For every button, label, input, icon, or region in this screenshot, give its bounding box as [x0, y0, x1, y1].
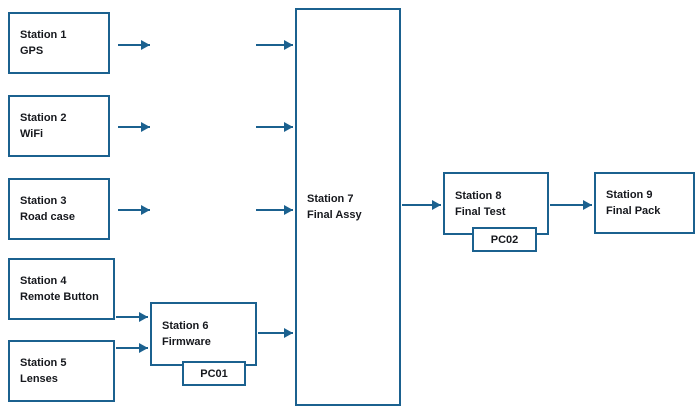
station-2-title: Station 2 — [20, 112, 67, 124]
station-5-subtitle: Lenses — [20, 373, 58, 385]
arrow-station2-to-station7-icon — [256, 126, 293, 128]
station-1-subtitle: GPS — [20, 45, 44, 57]
station-3-subtitle: Road case — [20, 211, 76, 223]
station-6-title: Station 6 — [162, 320, 209, 332]
arrow-station1-to-station7-icon — [256, 44, 293, 46]
station-7-subtitle: Final Assy — [307, 209, 362, 221]
arrow-station2-out-icon — [118, 126, 150, 128]
station-4-box: Station 4 Remote Button — [8, 258, 115, 320]
station-3-box: Station 3 Road case — [8, 178, 110, 240]
arrow-station6-to-station7-icon — [258, 332, 293, 334]
station-9-box: Station 9 Final Pack — [594, 172, 695, 234]
station-8-title: Station 8 — [455, 189, 502, 202]
station-2-subtitle: WiFi — [20, 128, 44, 140]
station-5-box: Station 5 Lenses — [8, 340, 115, 402]
arrow-station7-to-station8-icon — [402, 204, 441, 206]
station-4-title: Station 4 — [20, 275, 67, 287]
station-7-title: Station 7 — [307, 193, 354, 205]
station-3-title: Station 3 — [20, 195, 67, 207]
station-1-box: Station 1 GPS — [8, 12, 110, 74]
arrow-station3-to-station7-icon — [256, 209, 293, 211]
arrow-station5-to-station6-icon — [116, 347, 148, 349]
arrow-station3-out-icon — [118, 209, 150, 211]
station-8-subtitle: Final Test — [455, 205, 506, 218]
station-9-subtitle: Final Pack — [606, 205, 661, 217]
station-1-title: Station 1 — [20, 29, 67, 41]
arrow-station4-to-station6-icon — [116, 316, 148, 318]
station-5-title: Station 5 — [20, 357, 67, 369]
station-9-title: Station 9 — [606, 189, 653, 201]
arrow-station8-to-station9-icon — [550, 204, 592, 206]
station-6-subtitle: Firmware — [162, 336, 211, 348]
station-8-box: Station 8 Final Test — [443, 172, 549, 235]
station-2-box: Station 2 WiFi — [8, 95, 110, 157]
station-8-pc-tag: PC02 — [472, 227, 537, 252]
station-6-pc-tag: PC01 — [182, 361, 246, 386]
station-4-subtitle: Remote Button — [20, 291, 99, 303]
station-7-box: Station 7 Final Assy — [295, 8, 401, 406]
station-6-box: Station 6 Firmware — [150, 302, 257, 366]
arrow-station1-out-icon — [118, 44, 150, 46]
